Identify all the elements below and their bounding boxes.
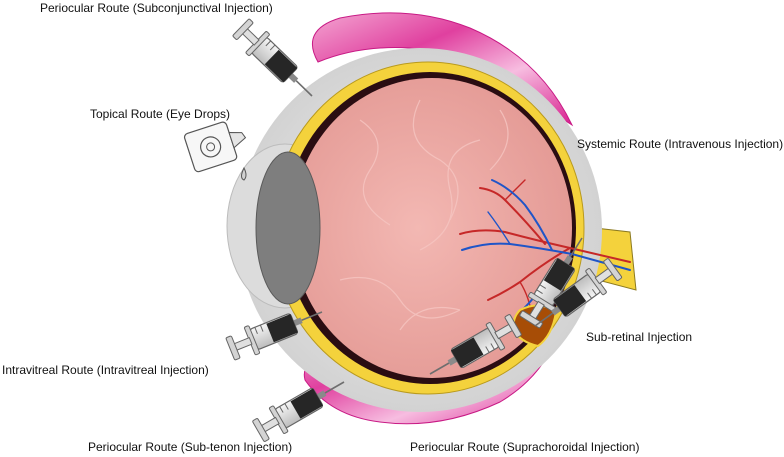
label-systemic: Systemic Route (Intravenous Injection) (577, 137, 783, 151)
superior-muscle (311, 12, 574, 127)
retinal-arteries (459, 179, 631, 319)
label-topical: Topical Route (Eye Drops) (90, 107, 230, 121)
label-subretinal: Sub-retinal Injection (586, 330, 692, 344)
label-periocular-subconjunctival: Periocular Route (Subconjunctival Inject… (40, 1, 273, 15)
retina (292, 78, 572, 378)
syringe-subconjunctival (229, 15, 324, 108)
eye-drop (241, 166, 247, 181)
label-periocular-suprachoroidal: Periocular Route (Suprachoroidal Injecti… (410, 440, 639, 454)
label-periocular-subtenon: Periocular Route (Sub-tenon Injection) (88, 440, 292, 454)
lens (255, 151, 321, 305)
eye-drop-bottle (183, 121, 247, 173)
retinal-texture (339, 99, 509, 331)
label-intravitreal: Intravitreal Route (Intravitreal Injecti… (2, 363, 209, 377)
